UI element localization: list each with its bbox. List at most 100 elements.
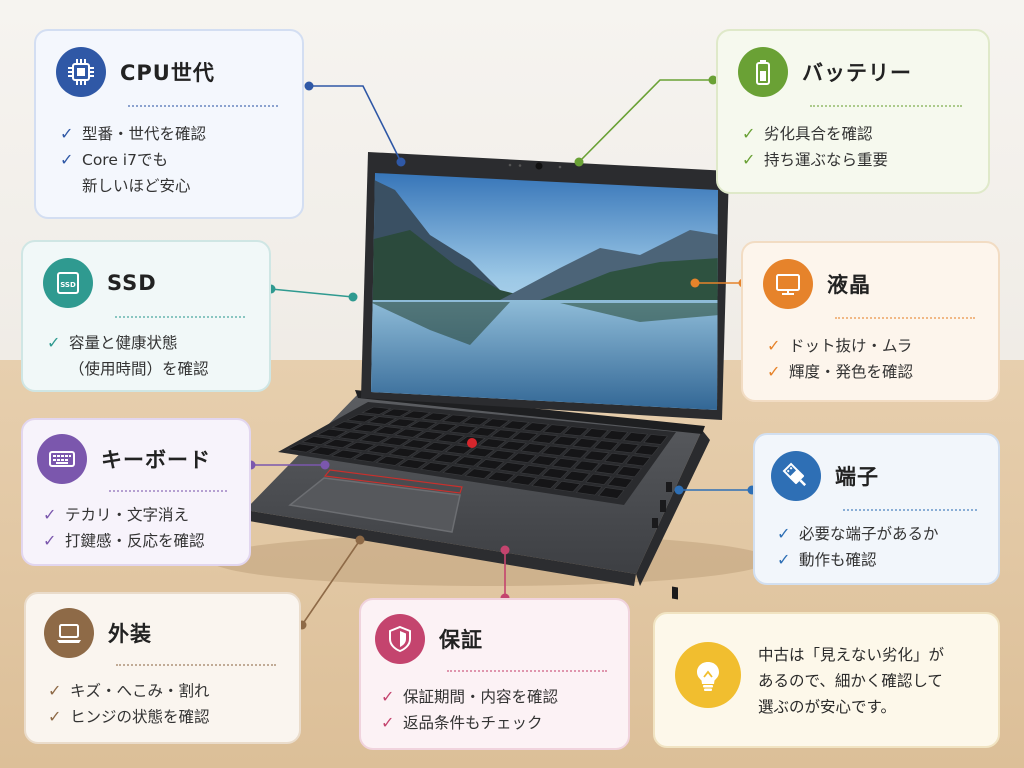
keyboard-key bbox=[444, 444, 474, 455]
keyboard-key bbox=[410, 450, 441, 461]
card-keyboard: キーボード ✓テカリ・文字消え ✓打鍵感・反応を確認 bbox=[21, 418, 251, 566]
list-item: ✓動作も確認 bbox=[777, 550, 877, 569]
keyboard-key bbox=[373, 426, 404, 436]
list-item: ✓必要な端子があるか bbox=[777, 524, 939, 543]
keyboard-key bbox=[643, 434, 668, 445]
keyboard-key bbox=[420, 462, 450, 473]
keyboard-key bbox=[367, 444, 398, 455]
keyboard-key bbox=[519, 465, 548, 476]
keyboard-key bbox=[331, 449, 362, 460]
keyboard-key bbox=[634, 444, 660, 456]
keyboard-key bbox=[616, 466, 642, 478]
card-ssd: SSD SSD ✓容量と健康状態 （使用時間）を確認 bbox=[21, 240, 271, 392]
keyboard-key bbox=[594, 463, 621, 475]
keyboard-key bbox=[345, 441, 376, 452]
keyboard-key bbox=[286, 443, 319, 453]
list-item: ✓テカリ・文字消え bbox=[43, 505, 190, 524]
list-item: ✓保証期間・内容を確認 bbox=[381, 687, 559, 706]
list-item: ✓ドット抜け・ムラ bbox=[767, 336, 913, 355]
keyboard-key bbox=[598, 487, 625, 499]
card-lcd: 液晶 ✓ドット抜け・ムラ ✓輝度・発色を確認 bbox=[741, 241, 1000, 402]
touchpad bbox=[288, 477, 461, 533]
keyboard-key bbox=[613, 442, 640, 454]
keyboard-key bbox=[397, 459, 428, 470]
keyboard-key bbox=[352, 423, 383, 433]
keyboard-key bbox=[423, 442, 453, 452]
keyboard-key bbox=[432, 453, 462, 464]
keyboard-key bbox=[509, 474, 537, 486]
keyboard-key bbox=[531, 477, 559, 489]
keyboard-key bbox=[490, 429, 518, 439]
list-item: ✓ヒンジの状態を確認 bbox=[48, 707, 210, 726]
keyboard-key bbox=[436, 433, 466, 443]
keyboard-key bbox=[499, 440, 527, 451]
keyboard-key bbox=[331, 421, 363, 430]
webcam bbox=[535, 162, 543, 170]
keyboard-key bbox=[478, 438, 507, 449]
keyboard-key bbox=[510, 431, 539, 442]
card-port: 端子 ✓必要な端子があるか ✓動作も確認 bbox=[753, 433, 1000, 585]
keyboard-key bbox=[462, 416, 491, 426]
card-title: 外装 bbox=[108, 622, 152, 646]
keyboard-key bbox=[551, 458, 579, 469]
keyboard-key bbox=[582, 428, 609, 439]
tip-card: 中古は「見えない劣化」が あるので、細かく確認して 選ぶのが安心です。 bbox=[653, 612, 1000, 748]
keyboard-key bbox=[402, 439, 432, 449]
card-exterior: 外装 ✓キズ・へこみ・割れ ✓ヒンジの状態を確認 bbox=[24, 592, 301, 744]
keyboard-key bbox=[520, 443, 548, 454]
card-title: キーボード bbox=[101, 448, 211, 472]
list-item: ✓型番・世代を確認 bbox=[60, 124, 207, 143]
keyboard-key bbox=[502, 420, 530, 430]
lightbulb-icon bbox=[675, 642, 741, 708]
keyboard-key bbox=[464, 468, 494, 479]
keyboard-key bbox=[541, 445, 569, 456]
keyboard-key bbox=[553, 480, 581, 493]
card-cpu: CPU世代 ✓型番・世代を確認 ✓Core i7でも 新しいほど安心 bbox=[34, 29, 304, 219]
keyboard-key bbox=[541, 467, 569, 479]
card-title: 保証 bbox=[439, 628, 483, 652]
keyboard-key bbox=[542, 424, 570, 435]
keyboard-key bbox=[466, 447, 495, 458]
keyboard-key bbox=[454, 456, 484, 467]
list-item: ✓返品条件もチェック bbox=[381, 713, 543, 732]
keyboard-key bbox=[476, 459, 505, 470]
keyboard-key bbox=[573, 460, 600, 472]
keyboard-key bbox=[415, 431, 445, 441]
card-title: バッテリー bbox=[802, 61, 912, 85]
keyboard-key bbox=[593, 440, 619, 451]
card-title: SSD bbox=[107, 271, 157, 295]
keyboard-key bbox=[486, 471, 516, 483]
keyboard-key bbox=[625, 455, 651, 467]
keyboard-key bbox=[323, 438, 355, 449]
touchpad-buttons bbox=[323, 469, 463, 494]
keyboard-key bbox=[482, 418, 510, 428]
keyboard-key bbox=[308, 446, 341, 456]
side-ports bbox=[652, 482, 678, 600]
card-warranty: 保証 ✓保証期間・内容を確認 ✓返品条件もチェック bbox=[359, 598, 630, 750]
keyboard-key bbox=[531, 433, 559, 444]
card-battery: バッテリー ✓劣化具合を確認 ✓持ち運ぶなら重要 bbox=[716, 29, 990, 194]
keyboard-key bbox=[359, 434, 390, 444]
keyboard-key bbox=[623, 432, 649, 443]
monitor-icon bbox=[763, 259, 813, 309]
keyboard-key bbox=[301, 436, 333, 445]
list-item: ✓打鍵感・反応を確認 bbox=[43, 531, 205, 550]
keyboard-key bbox=[522, 422, 550, 432]
keyboard-key bbox=[585, 473, 612, 485]
keyboard-key bbox=[552, 435, 579, 447]
keyboard-key bbox=[346, 414, 377, 423]
keyboard-key bbox=[563, 470, 591, 482]
keyboard-key bbox=[530, 455, 558, 466]
keyboard-key bbox=[408, 420, 438, 430]
shield-icon bbox=[375, 614, 425, 664]
keyboard-key bbox=[441, 414, 471, 424]
laptop-side-edge bbox=[636, 430, 710, 586]
ssd-drive-icon: SSD bbox=[43, 258, 93, 308]
card-title: 液晶 bbox=[827, 273, 871, 297]
keyboard-key bbox=[361, 406, 392, 415]
list-item: ✓持ち運ぶなら重要 bbox=[742, 150, 889, 169]
list-item: ✓劣化具合を確認 bbox=[742, 124, 873, 143]
leader-lines bbox=[251, 79, 752, 626]
keyboard-key bbox=[442, 465, 472, 476]
